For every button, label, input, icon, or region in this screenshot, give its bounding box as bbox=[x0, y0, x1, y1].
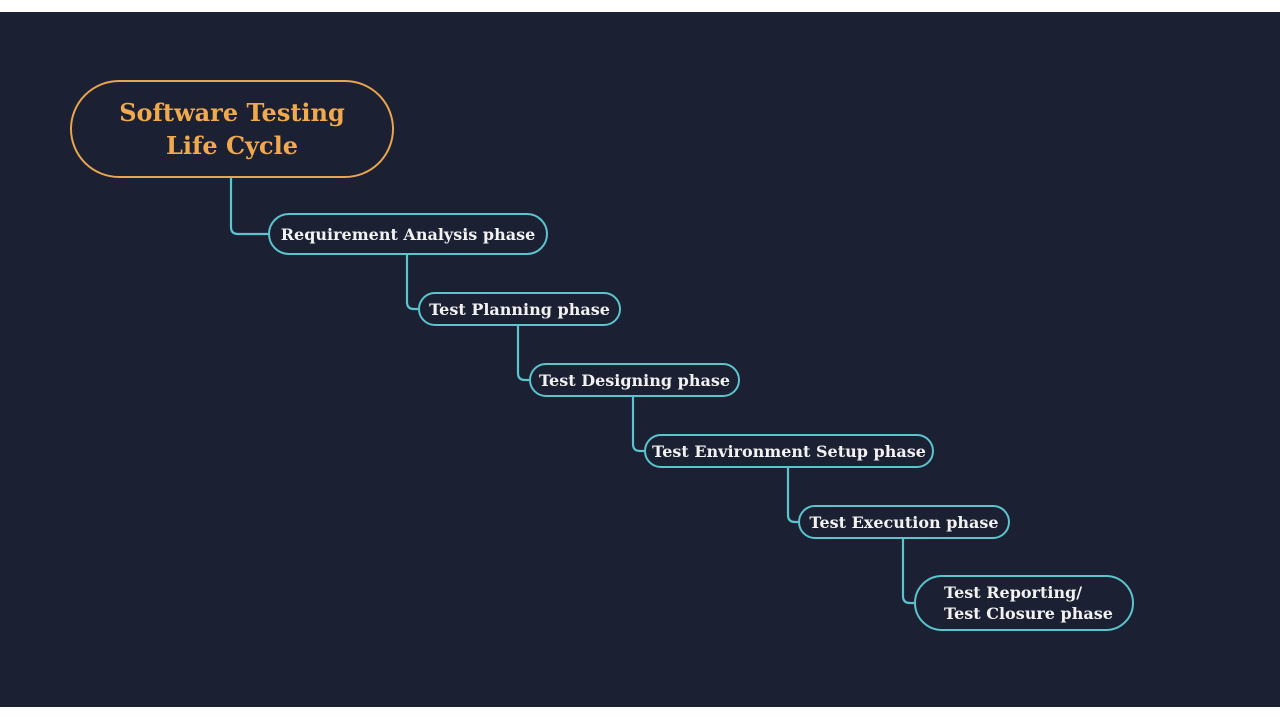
phase-label-line2: Test Closure phase bbox=[944, 604, 1113, 623]
connector-root-to-requirement bbox=[229, 178, 268, 236]
connector-execution-to-reporting bbox=[901, 539, 914, 605]
connector-planning-to-designing bbox=[516, 326, 529, 382]
phase-node-test-environment-setup: Test Environment Setup phase bbox=[644, 434, 934, 468]
phase-label: Test Environment Setup phase bbox=[652, 441, 926, 461]
phase-node-test-planning: Test Planning phase bbox=[418, 292, 621, 326]
phase-node-test-reporting-closure: Test Reporting/ Test Closure phase bbox=[914, 575, 1134, 631]
phase-node-requirement-analysis: Requirement Analysis phase bbox=[268, 213, 548, 255]
root-title-line1: Software Testing bbox=[119, 98, 345, 127]
phase-node-test-execution: Test Execution phase bbox=[798, 505, 1010, 539]
bottom-strip bbox=[0, 707, 1280, 720]
phase-label-line1: Test Reporting/ bbox=[944, 583, 1083, 602]
phase-label: Test Execution phase bbox=[809, 512, 999, 532]
root-node-software-testing-life-cycle: Software Testing Life Cycle bbox=[70, 80, 394, 178]
connector-environment-to-execution bbox=[786, 468, 798, 524]
root-title-line2: Life Cycle bbox=[166, 131, 298, 160]
phase-node-test-designing: Test Designing phase bbox=[529, 363, 740, 397]
connector-designing-to-environment bbox=[631, 397, 644, 453]
phase-label: Test Planning phase bbox=[429, 299, 610, 319]
phase-label: Test Designing phase bbox=[538, 370, 731, 390]
phase-label: Requirement Analysis phase bbox=[280, 224, 536, 244]
connector-requirement-to-planning bbox=[405, 255, 418, 311]
